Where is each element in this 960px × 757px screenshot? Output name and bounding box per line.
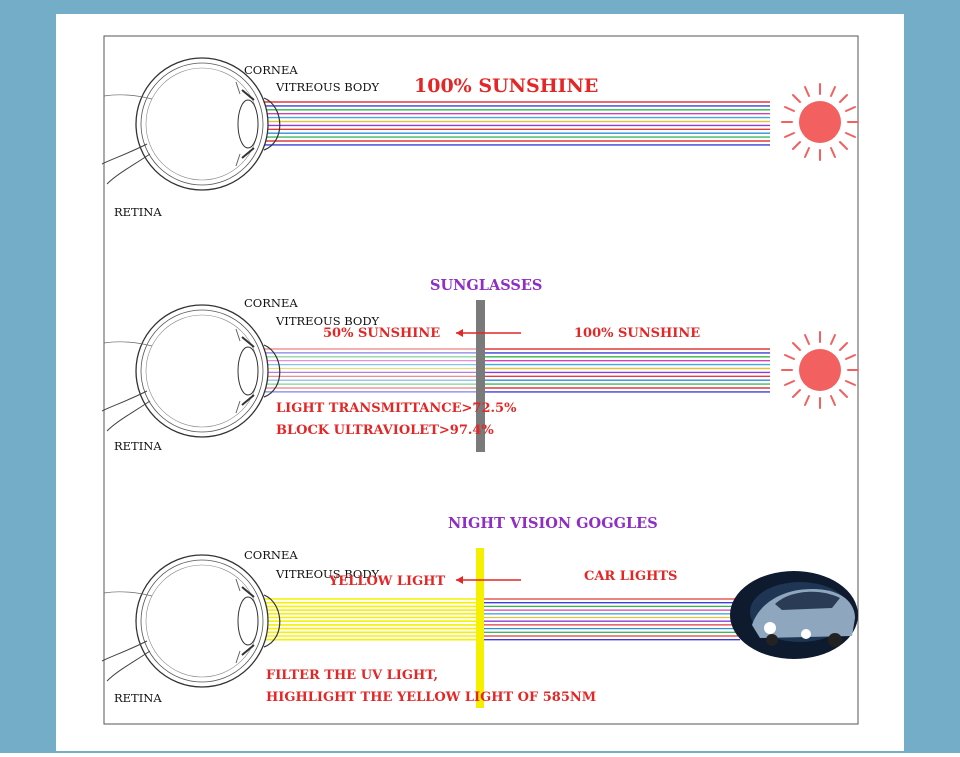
- cornea-label: CORNEA: [244, 296, 298, 310]
- yellow-goggles-lens: [476, 548, 484, 708]
- cornea-label: CORNEA: [244, 548, 298, 562]
- uv-filter-note: FILTER THE UV LIGHT,: [266, 668, 438, 683]
- filtered-light-label: YELLOW LIGHT: [328, 574, 446, 589]
- incoming-light-label: 100% SUNSHINE: [574, 326, 700, 341]
- uv-block-note: BLOCK ULTRAVIOLET>97.4%: [276, 423, 494, 438]
- retina-label: RETINA: [114, 439, 162, 453]
- panel-title: SUNGLASSES: [430, 277, 542, 294]
- retina-label: RETINA: [114, 205, 162, 219]
- filtered-light-label: 50% SUNSHINE: [323, 326, 440, 341]
- cornea-label: CORNEA: [244, 63, 298, 77]
- yellow-light-note: HIGHLIGHT THE YELLOW LIGHT OF 585NM: [266, 690, 596, 705]
- panel-title: 100% SUNSHINE: [414, 75, 598, 97]
- car-illustration: [730, 571, 858, 659]
- transmittance-note: LIGHT TRANSMITTANCE>72.5%: [276, 401, 517, 416]
- retina-label: RETINA: [114, 691, 162, 705]
- panel-title: NIGHT VISION GOGGLES: [448, 515, 658, 532]
- incoming-light-label: CAR LIGHTS: [584, 569, 677, 584]
- vitreous-body-label: VITREOUS BODY: [275, 80, 380, 94]
